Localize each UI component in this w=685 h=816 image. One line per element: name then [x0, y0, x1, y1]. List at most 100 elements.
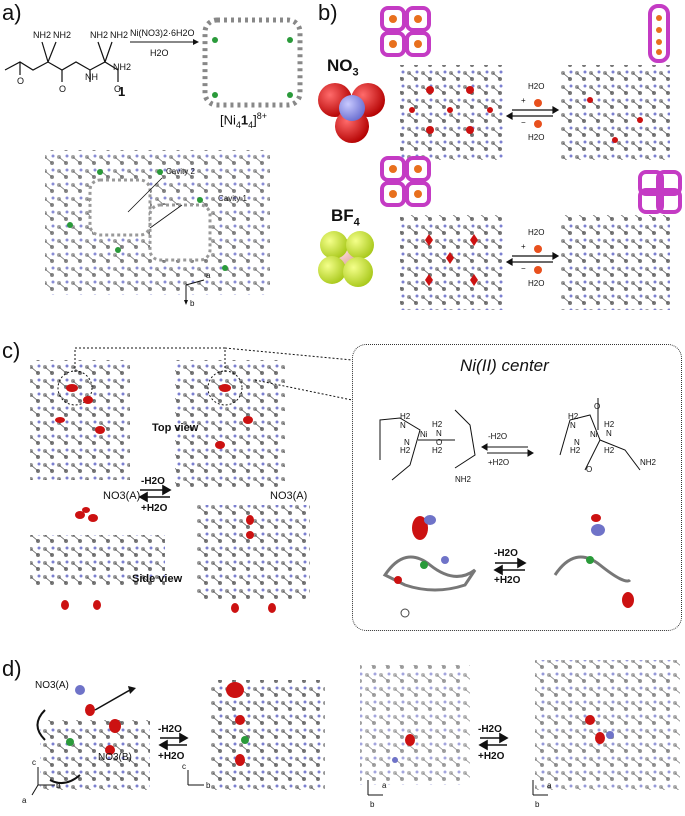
framework-no3-right	[560, 65, 670, 160]
side-view-label: Side view	[132, 573, 183, 585]
panel-d-structure-4	[535, 660, 680, 790]
panel-label-a: a)	[2, 0, 22, 25]
cage-icon	[380, 4, 682, 214]
r-o-2: O	[594, 402, 601, 411]
d-axis-a-1: a	[22, 796, 27, 805]
ligand-number: 1	[118, 84, 126, 99]
framework-bf4-right	[560, 215, 670, 310]
l-h2-4: H2	[432, 446, 443, 455]
l-n-2: N	[404, 438, 410, 447]
panel-label-b: b)	[318, 0, 338, 25]
axis-b-label: b	[190, 299, 195, 308]
l-h2-3: H2	[432, 420, 443, 429]
no3a-label-right: NO3(A)	[270, 490, 308, 502]
l-ni: Ni	[420, 430, 428, 439]
l-h2-2: H2	[400, 446, 411, 455]
ligand-nh2-5: NH2	[113, 62, 132, 72]
b-bottom-plus: +	[521, 242, 526, 251]
reaction-solvent: H2O	[150, 48, 169, 58]
d-plus-h2o-2: +H2O	[478, 751, 505, 762]
d-axis-b-3: b	[370, 800, 375, 809]
d-axis-a-3: a	[382, 781, 387, 790]
bottom-minus-h2o: -H2O	[494, 548, 518, 559]
no3a-label-left: NO3(A)	[103, 490, 141, 502]
top-view-left	[30, 360, 130, 480]
c-plus-h2o: +H2O	[141, 503, 168, 514]
b-top-h2o-add: H2O	[528, 82, 545, 91]
b-top-h2o-remove: H2O	[528, 133, 545, 142]
d-axis-a-4: a	[547, 781, 552, 790]
d-minus-h2o-2: -H2O	[478, 724, 502, 735]
side-view-left	[30, 535, 165, 585]
ligand-nh2-1: NH2	[33, 30, 52, 40]
bf4-spacefill	[318, 231, 374, 287]
d-no3b-label: NO3(B)	[98, 752, 132, 763]
r-h2-3: H2	[604, 420, 615, 429]
d-axis-b-4: b	[535, 800, 540, 809]
top-view-label: Top view	[152, 422, 199, 434]
r-ni: Ni	[590, 430, 598, 439]
d-axis-c-2: c	[182, 762, 186, 771]
l-n-3: N	[436, 429, 442, 438]
ligand-nh2-3: NH2	[90, 30, 109, 40]
no3-label: NO3	[327, 56, 359, 79]
r-h2-1: H2	[568, 412, 579, 421]
side-view-right	[195, 505, 310, 600]
d-axis-b-1: b	[56, 781, 61, 790]
b-top-plus: +	[521, 96, 526, 105]
r-h2-4: H2	[604, 446, 615, 455]
bf4-label: BF4	[331, 206, 360, 229]
r-nh2: NH2	[640, 458, 657, 467]
ligand-nh2-2: NH2	[53, 30, 72, 40]
ni-center-ortep	[382, 514, 634, 618]
bottom-plus-h2o: +H2O	[494, 575, 521, 586]
panel-d-structure-3	[360, 665, 470, 785]
panel-d-structure-2	[210, 680, 325, 790]
d-axis-b-2: b	[206, 781, 211, 790]
inner-plus-h2o: +H2O	[488, 458, 510, 467]
b-top-minus: −	[521, 118, 526, 127]
no3-spacefill	[318, 83, 385, 143]
ligand-nh: NH	[85, 72, 98, 82]
l-nh2: NH2	[455, 475, 472, 484]
ligand-o-3: O	[114, 84, 122, 94]
panel-label-c: c)	[2, 338, 21, 363]
d-no3a-label: NO3(A)	[35, 680, 69, 691]
ligand-o-1: O	[17, 76, 25, 86]
ni4-cage-structure	[202, 17, 303, 108]
panel-d-structure-1	[36, 685, 150, 790]
r-n-3: N	[606, 429, 612, 438]
b-bottom-minus: −	[521, 264, 526, 273]
d-minus-h2o-1: -H2O	[158, 724, 182, 735]
inner-minus-h2o: -H2O	[488, 432, 508, 441]
d-plus-h2o-1: +H2O	[158, 751, 185, 762]
ni-center-title: Ni(II) center	[460, 356, 549, 375]
l-n-1: N	[400, 421, 406, 430]
c-minus-h2o: -H2O	[141, 476, 165, 487]
d-axis-c-1: c	[32, 758, 36, 767]
reaction-reagent: Ni(NO3)2·6H2O	[130, 28, 195, 38]
r-n-2: N	[574, 438, 580, 447]
framework-bf4-left	[400, 215, 505, 310]
l-o: O	[436, 438, 443, 447]
r-h2-2: H2	[570, 446, 581, 455]
cavity-1-label: Cavity 1	[218, 194, 247, 203]
axis-a-label: a	[206, 271, 211, 280]
b-bottom-h2o-add: H2O	[528, 228, 545, 237]
ligand-nh2-4: NH2	[110, 30, 129, 40]
r-n-1: N	[570, 421, 576, 430]
product-formula: [Ni414]8+	[220, 111, 268, 130]
r-o-1: O	[586, 465, 593, 474]
l-h2-1: H2	[400, 412, 411, 421]
framework-no3-left	[400, 65, 505, 160]
ligand-structure	[4, 41, 119, 82]
top-view-right	[175, 360, 285, 490]
cavity-2-label: Cavity 2	[166, 167, 195, 176]
b-bottom-h2o-remove: H2O	[528, 279, 545, 288]
ligand-o-2: O	[59, 84, 67, 94]
ni-center-box	[352, 344, 682, 631]
ni-center-schematic	[379, 398, 641, 481]
panel-label-d: d)	[2, 656, 22, 681]
packing-diagram	[45, 150, 270, 295]
